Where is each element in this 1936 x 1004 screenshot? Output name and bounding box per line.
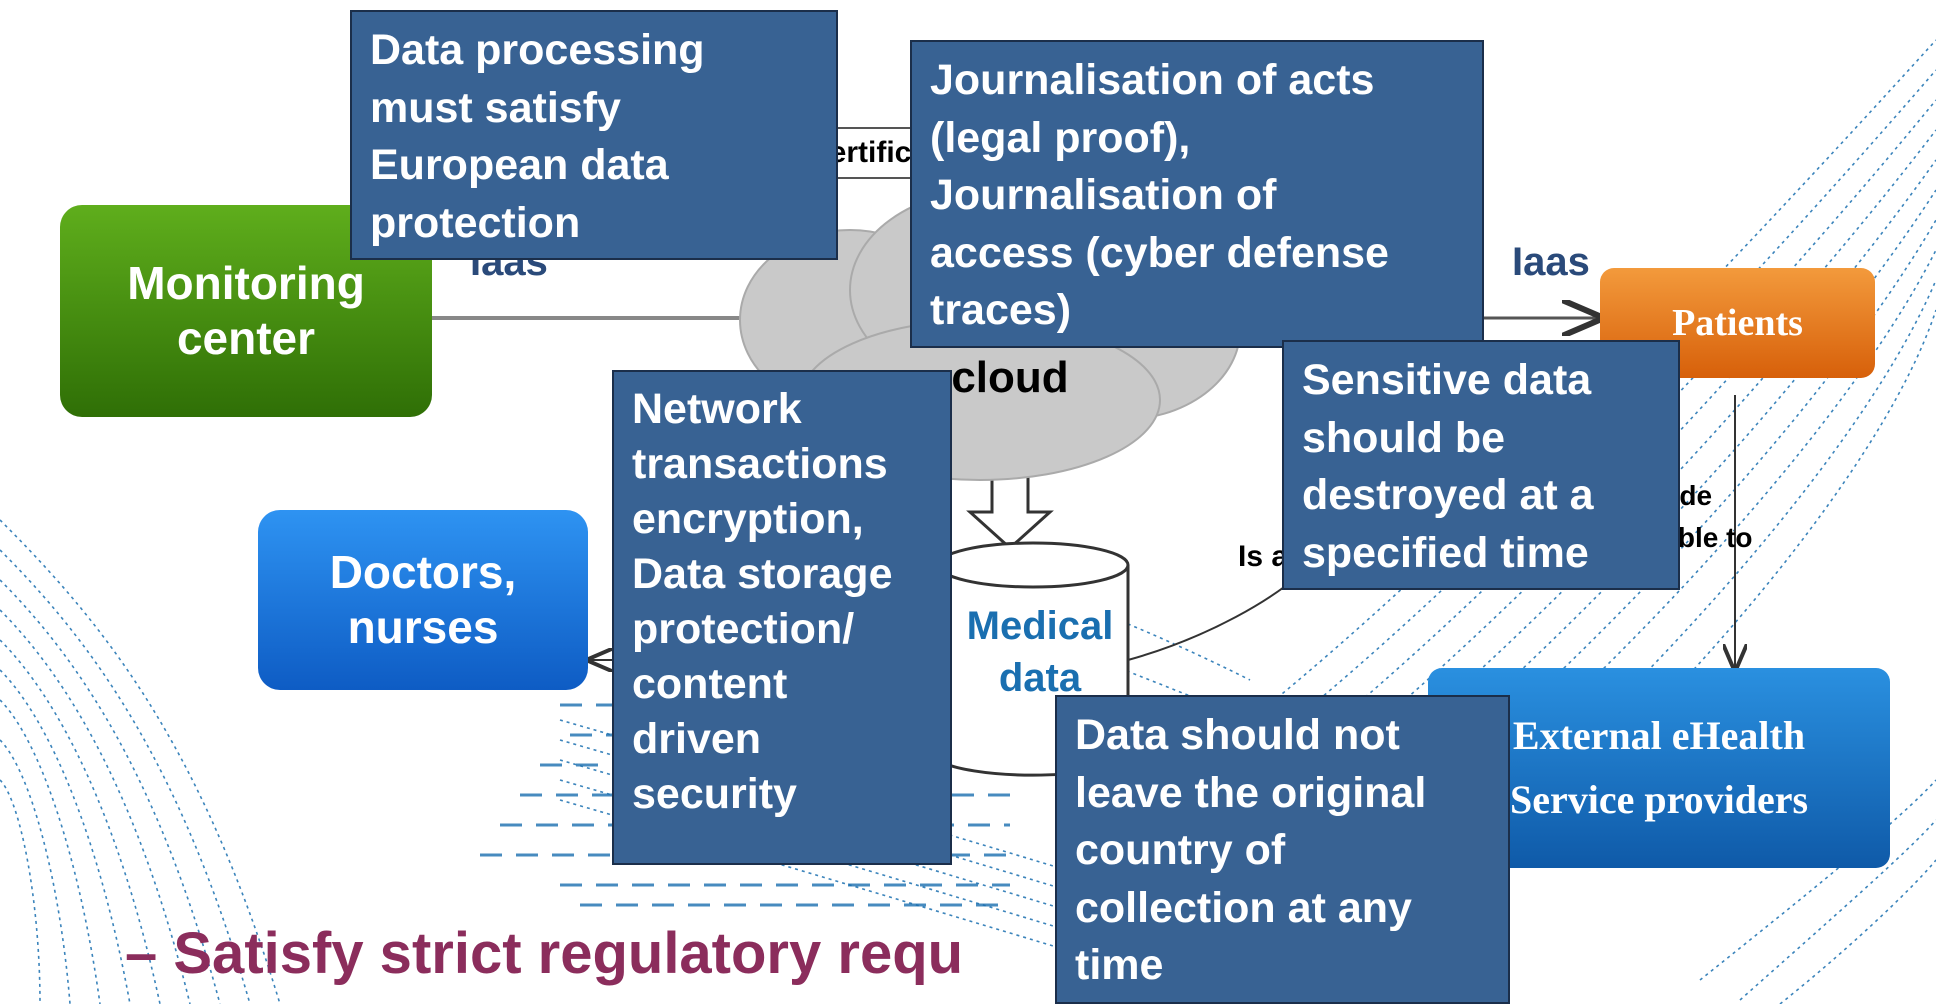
medical-data-label: Medical data <box>966 604 1114 700</box>
bullet-text: – Satisfy strict regulatory requ <box>125 921 964 986</box>
is-a-label: Is a <box>1238 540 1289 573</box>
doctors-nurses-node[interactable]: Doctors, nurses <box>258 510 588 690</box>
iaas-right-label: Iaas <box>1512 240 1590 284</box>
note-journalisation: Journalisation of acts(legal proof),Jour… <box>910 40 1484 348</box>
